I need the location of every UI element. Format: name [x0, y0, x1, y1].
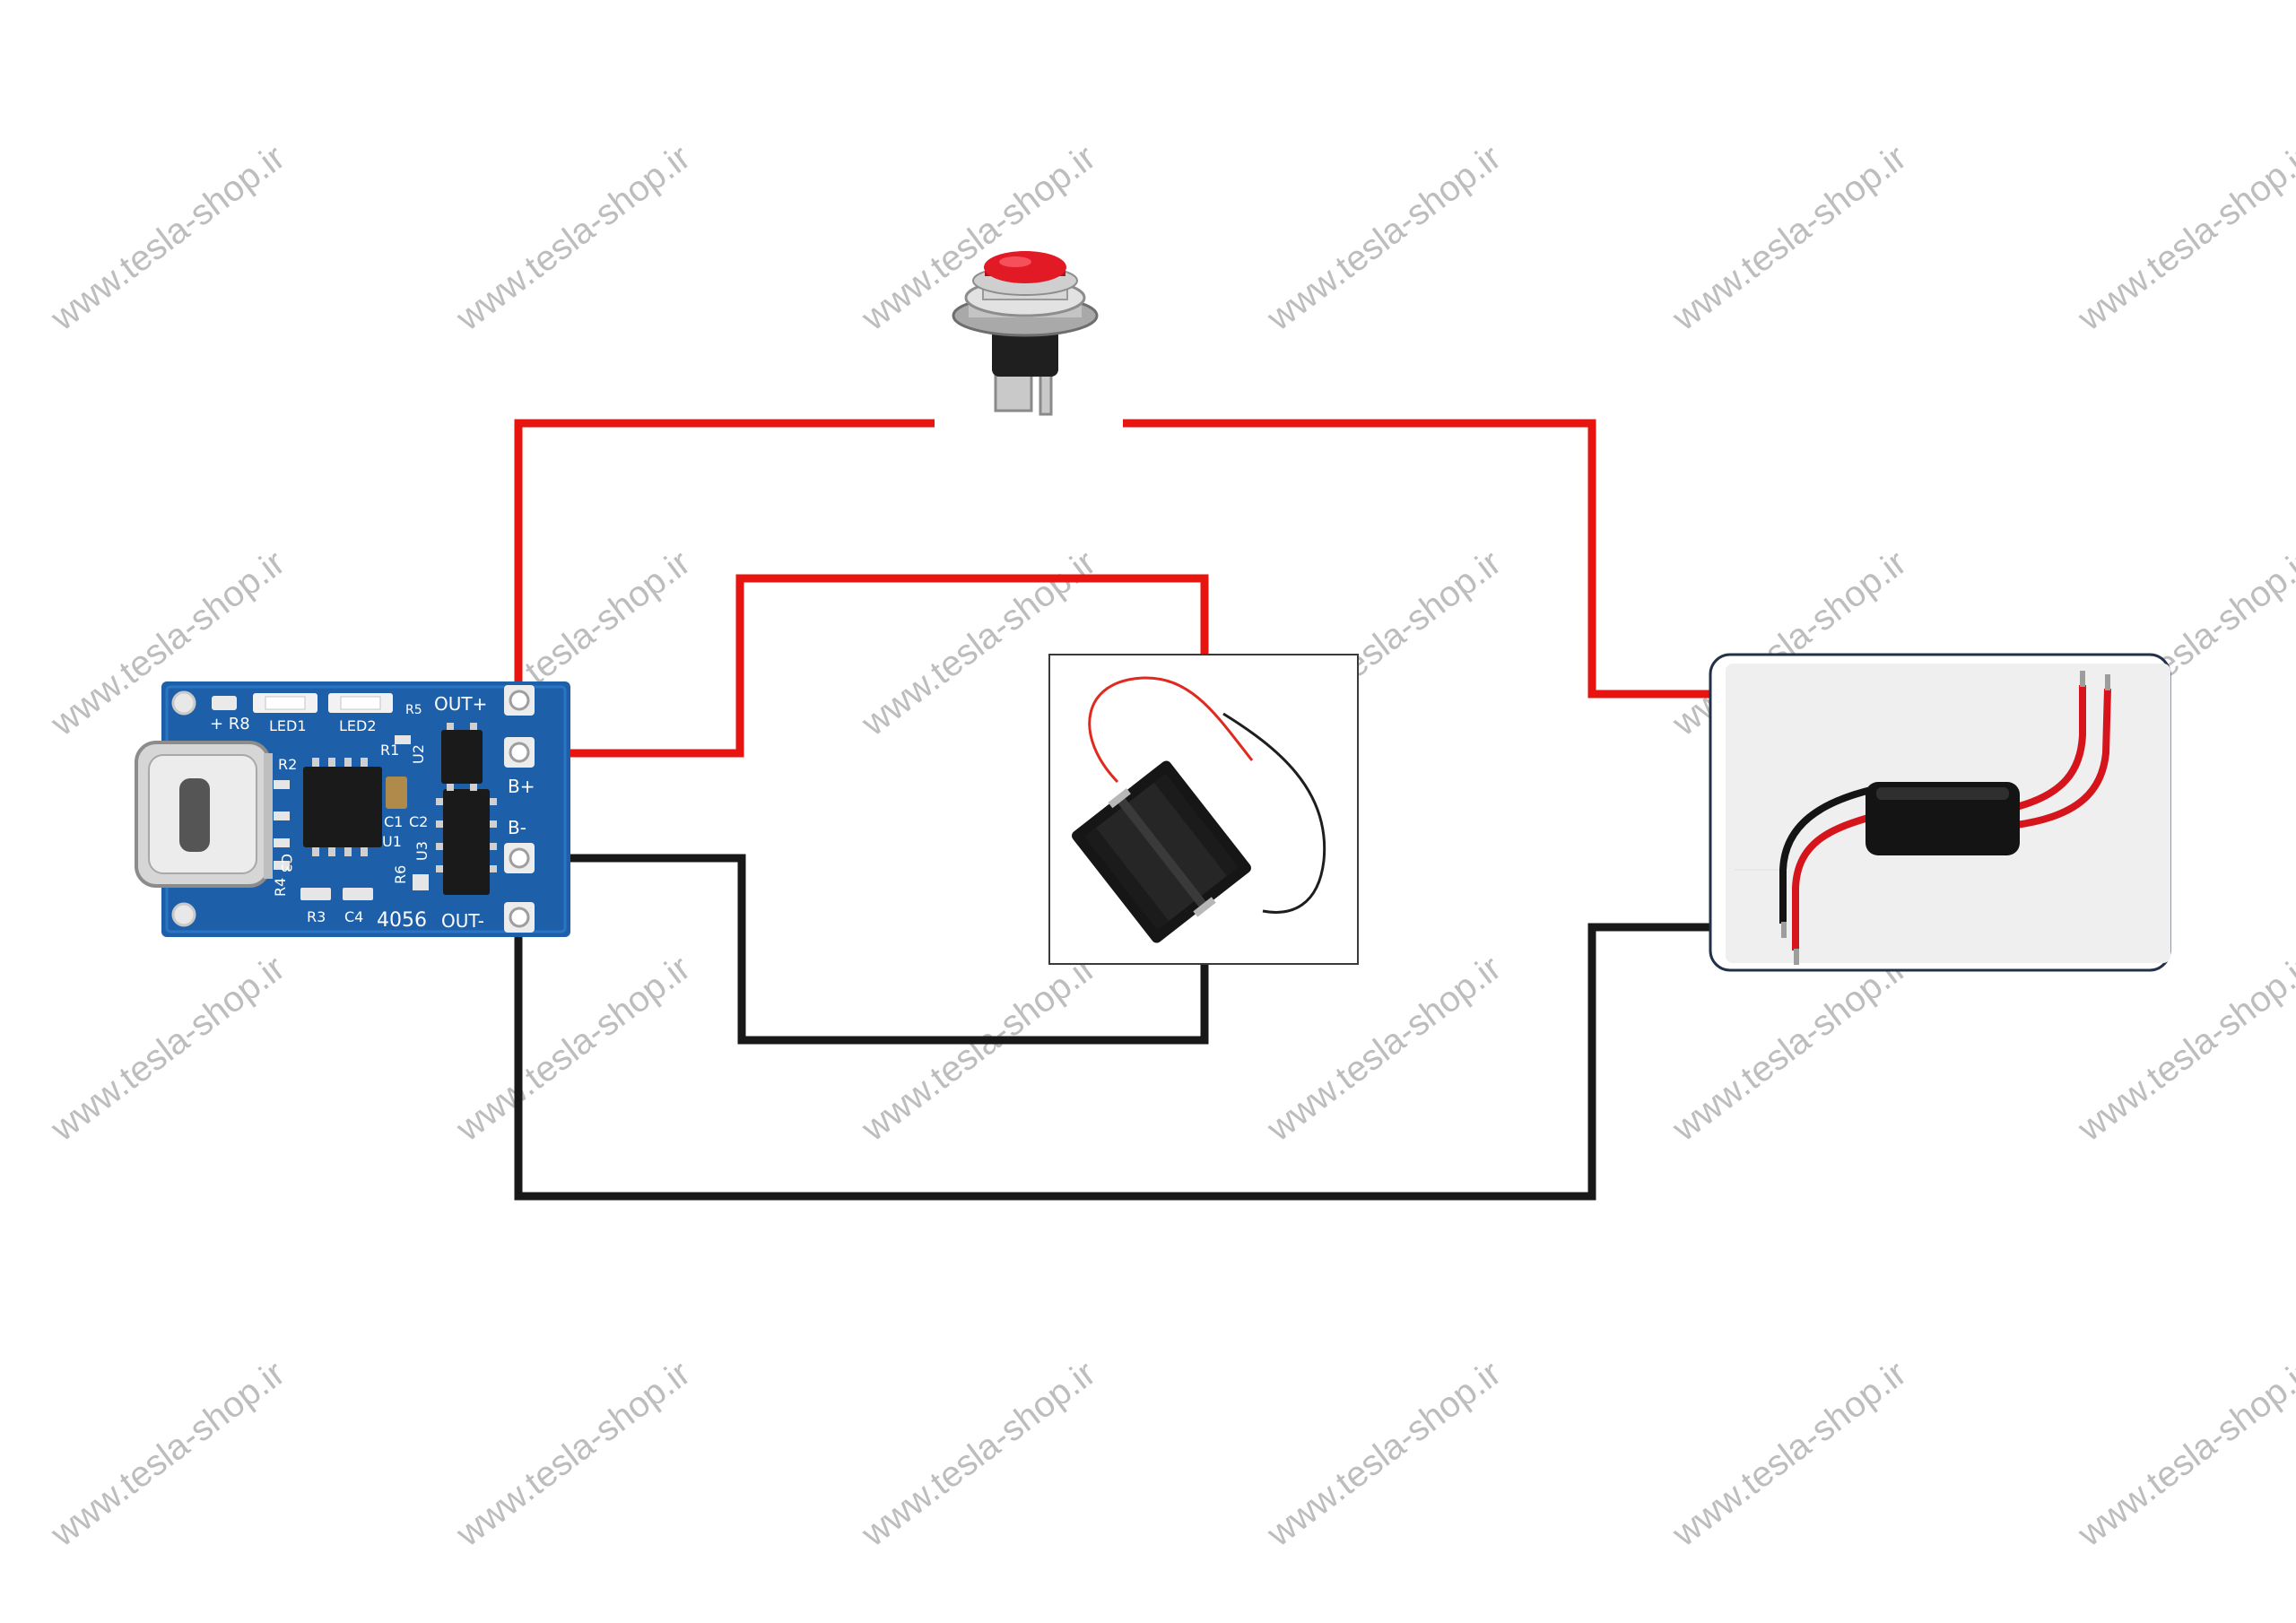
wire-out-plus-to-switch [514, 419, 935, 681]
silk-r3: R3 [307, 908, 326, 925]
watermark-text: www.tesla-shop.ir [43, 137, 292, 338]
wire-b-plus-to-battery [520, 574, 1209, 758]
watermark-text: www.tesla-shop.ir [1665, 948, 1914, 1149]
silk-r2: R2 [278, 756, 297, 773]
pin-label-out-plus: OUT+ [434, 693, 487, 715]
high-voltage-module [1709, 653, 2171, 972]
pin-label-b-minus: B- [508, 817, 526, 838]
silk-r6: R6 [392, 865, 409, 884]
wire-out-minus-to-load [514, 916, 1713, 1201]
watermark-text: www.tesla-shop.ir [2070, 137, 2296, 338]
board-pads [504, 685, 535, 933]
wire-switch-to-load-positive [1123, 419, 1713, 699]
watermark-text: www.tesla-shop.ir [448, 137, 698, 338]
silk-u3: U3 [413, 841, 430, 861]
watermark-text: www.tesla-shop.ir [43, 948, 292, 1149]
watermark-text: www.tesla-shop.ir [2070, 1353, 2296, 1554]
pin-label-out-minus: OUT- [441, 910, 484, 932]
usb-c-connector[interactable] [135, 741, 273, 888]
pad-b-plus[interactable] [504, 737, 535, 768]
pad-out-plus[interactable] [504, 685, 535, 716]
silk-led2: LED2 [339, 717, 377, 734]
silk-c4: C4 [344, 908, 363, 925]
pin-label-b-plus: B+ [508, 776, 535, 797]
silk-r4: R4 [272, 878, 289, 897]
watermark-text: www.tesla-shop.ir [2070, 948, 2296, 1149]
silk-c3: C3 [278, 854, 295, 872]
pad-b-minus[interactable] [504, 843, 535, 873]
wire-b-minus-to-battery [520, 854, 1209, 1045]
push-button-switch[interactable] [952, 251, 1099, 416]
wires [514, 419, 1713, 1201]
watermark-text: www.tesla-shop.ir [448, 948, 698, 1149]
charger-ic [303, 758, 382, 856]
watermark-text: www.tesla-shop.ir [1665, 137, 1914, 338]
charger-board: + R8 LED1 LED2 R1 R2 U1 U2 U3 C1 C2 C3 C… [135, 681, 570, 937]
watermark-text: www.tesla-shop.ir [43, 1353, 292, 1554]
watermark-text: www.tesla-shop.ir [1665, 1353, 1914, 1554]
silk-c2: C2 [409, 813, 428, 830]
watermark-text: www.tesla-shop.ir [1259, 948, 1509, 1149]
watermark-text: www.tesla-shop.ir [854, 1353, 1103, 1554]
watermark-text: www.tesla-shop.ir [1259, 1353, 1509, 1554]
battery-holder [1048, 654, 1359, 965]
silk-r8: + R8 [210, 715, 250, 733]
watermark-text: www.tesla-shop.ir [448, 1353, 698, 1554]
silk-u2: U2 [410, 744, 427, 764]
silk-r5: R5 [405, 703, 422, 717]
protection-ic [436, 723, 497, 895]
board-model-label: 4056 [377, 909, 427, 932]
silk-led1: LED1 [269, 717, 307, 734]
watermark-text: www.tesla-shop.ir [854, 948, 1103, 1149]
silk-c1: C1 [384, 813, 403, 830]
silk-u1: U1 [382, 833, 402, 850]
watermark-text: www.tesla-shop.ir [1259, 137, 1509, 338]
silk-r1: R1 [380, 742, 399, 759]
pad-out-minus[interactable] [504, 902, 535, 933]
